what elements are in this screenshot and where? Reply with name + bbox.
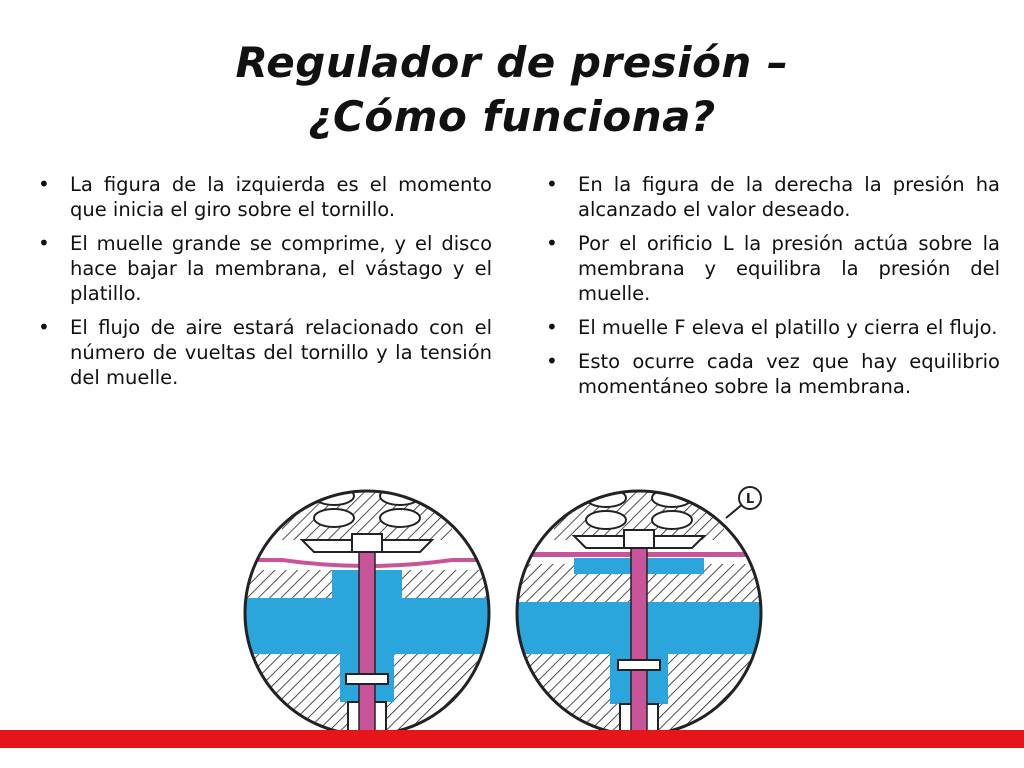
regulator-figure-balanced: L bbox=[514, 478, 764, 744]
adjusting-screw bbox=[351, 533, 383, 553]
footer-accent-bar bbox=[0, 730, 1024, 748]
bullet-item: El muelle grande se comprime, y el disco… bbox=[34, 231, 492, 306]
left-bullet-list: La figura de la izquierda es el momento … bbox=[34, 172, 492, 390]
bullet-item: En la figura de la derecha la presión ha… bbox=[542, 172, 1000, 222]
valve-poppet bbox=[345, 673, 389, 685]
right-bullet-list: En la figura de la derecha la presión ha… bbox=[542, 172, 1000, 399]
bullet-item: Por el orificio L la presión actúa sobre… bbox=[542, 231, 1000, 306]
title-line-1: Regulador de presión – bbox=[235, 38, 789, 87]
left-column: La figura de la izquierda es el momento … bbox=[34, 172, 492, 399]
orifice-label-circle bbox=[738, 486, 762, 510]
bullet-item: La figura de la izquierda es el momento … bbox=[34, 172, 492, 222]
valve-stem bbox=[358, 547, 376, 735]
title-line-2: ¿Cómo funciona? bbox=[308, 92, 716, 141]
regulator-cross-section-left bbox=[243, 489, 491, 737]
main-spring bbox=[313, 491, 421, 528]
bullet-item: El muelle F eleva el platillo y cierra e… bbox=[542, 315, 1000, 340]
valve-stem bbox=[630, 545, 648, 735]
orifice-label: L bbox=[746, 492, 754, 507]
bullet-item: Esto ocurre cada vez que hay equilibrio … bbox=[542, 349, 1000, 399]
slide-title: Regulador de presión – ¿Cómo funciona? bbox=[0, 36, 1024, 144]
adjusting-screw bbox=[623, 529, 655, 549]
regulator-cross-section-right: L bbox=[515, 486, 763, 737]
right-column: En la figura de la derecha la presión ha… bbox=[542, 172, 1000, 408]
bullet-item: El flujo de aire estará relacionado con … bbox=[34, 315, 492, 390]
valve-poppet bbox=[617, 659, 661, 671]
regulator-figure-opening bbox=[242, 478, 492, 744]
bonnet-body bbox=[282, 491, 452, 540]
